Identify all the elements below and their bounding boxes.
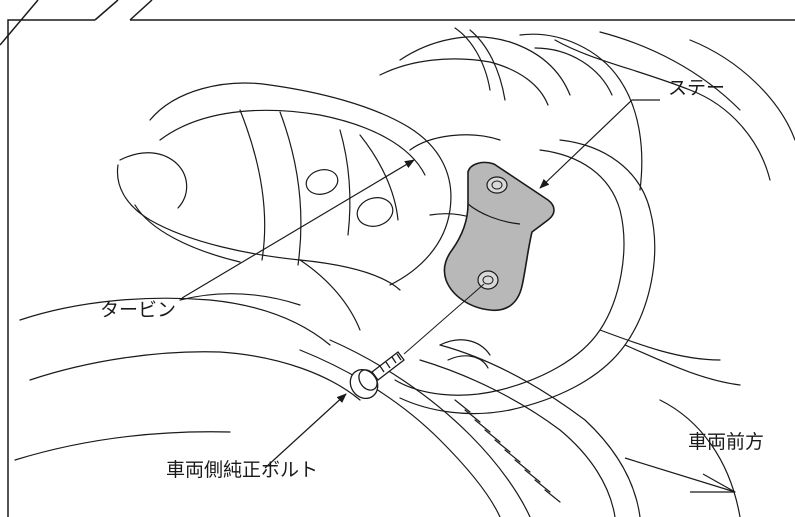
vehicle-front-label: 車両前方 bbox=[688, 431, 764, 453]
turbine-leader bbox=[181, 159, 415, 299]
bolt bbox=[349, 351, 405, 400]
engine-line-art bbox=[14, 27, 795, 517]
leader-lines bbox=[181, 99, 660, 469]
bolt-label: 車両側純正ボルト bbox=[166, 459, 318, 481]
vehicle-front-arrow bbox=[624, 457, 736, 493]
stay-upper-nut-hole bbox=[486, 176, 508, 194]
stay-leader bbox=[539, 99, 660, 189]
stay-label: ステー bbox=[668, 77, 725, 99]
bolt-guide-line bbox=[403, 283, 485, 355]
turbine-label: タービン bbox=[100, 299, 176, 321]
bolt-leader bbox=[264, 393, 347, 469]
stay-bracket bbox=[443, 161, 555, 312]
